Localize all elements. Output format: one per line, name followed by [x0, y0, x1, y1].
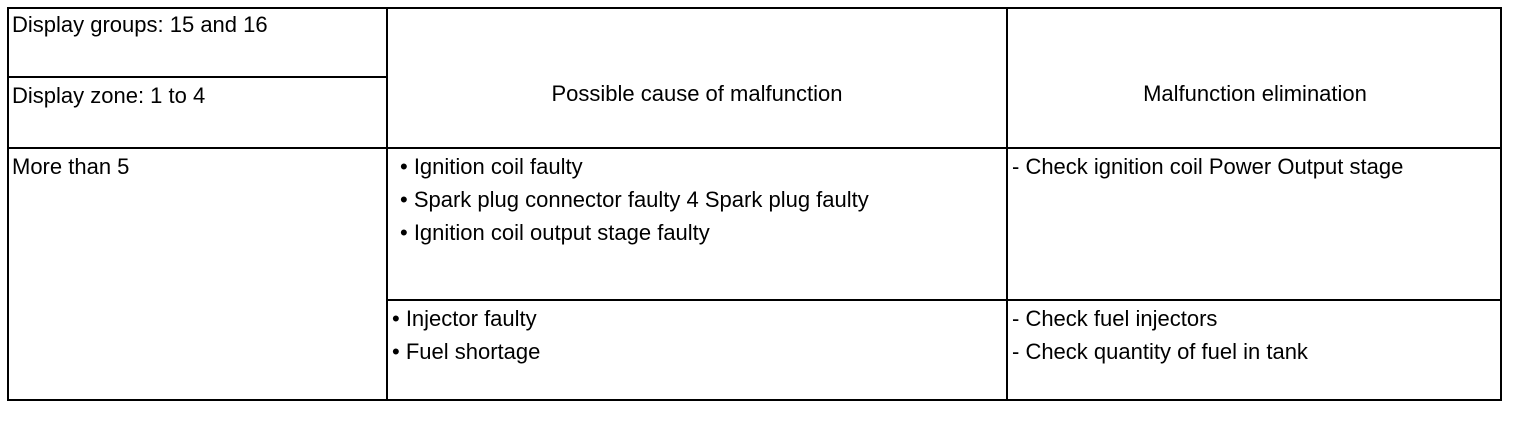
column-divider-2 — [1006, 7, 1008, 401]
elimination-item: - Check fuel injectors — [1012, 306, 1218, 331]
causes-list-2: • Injector faulty • Fuel shortage — [392, 302, 540, 368]
row-divider — [386, 299, 1502, 301]
causes-list-1: • Ignition coil faulty • Spark plug conn… — [400, 150, 869, 249]
eliminations-list-1: - Check ignition coil Power Output stage — [1012, 150, 1403, 183]
cause-column-heading: Possible cause of malfunction — [551, 81, 843, 106]
row-label-more-than-5: More than 5 — [12, 154, 130, 179]
display-zone-label: Display zone: 1 to 4 — [12, 83, 206, 108]
elimination-column-heading: Malfunction elimination — [1143, 81, 1367, 106]
cause-item: • Ignition coil faulty — [400, 154, 583, 179]
cause-item: • Fuel shortage — [392, 339, 541, 364]
elimination-item: - Check ignition coil Power Output stage — [1012, 154, 1404, 179]
cause-item: • Ignition coil output stage faulty — [400, 220, 710, 245]
header-split-divider — [7, 76, 388, 78]
cause-item: • Injector faulty — [392, 306, 537, 331]
display-groups-label: Display groups: 15 and 16 — [12, 12, 268, 37]
malfunction-table — [7, 7, 1502, 401]
cause-item: • Spark plug connector faulty 4 Spark pl… — [400, 187, 869, 212]
column-divider-1 — [386, 7, 388, 401]
header-bottom-divider — [7, 147, 1502, 149]
eliminations-list-2: - Check fuel injectors - Check quantity … — [1012, 302, 1308, 368]
elimination-item: - Check quantity of fuel in tank — [1012, 339, 1308, 364]
